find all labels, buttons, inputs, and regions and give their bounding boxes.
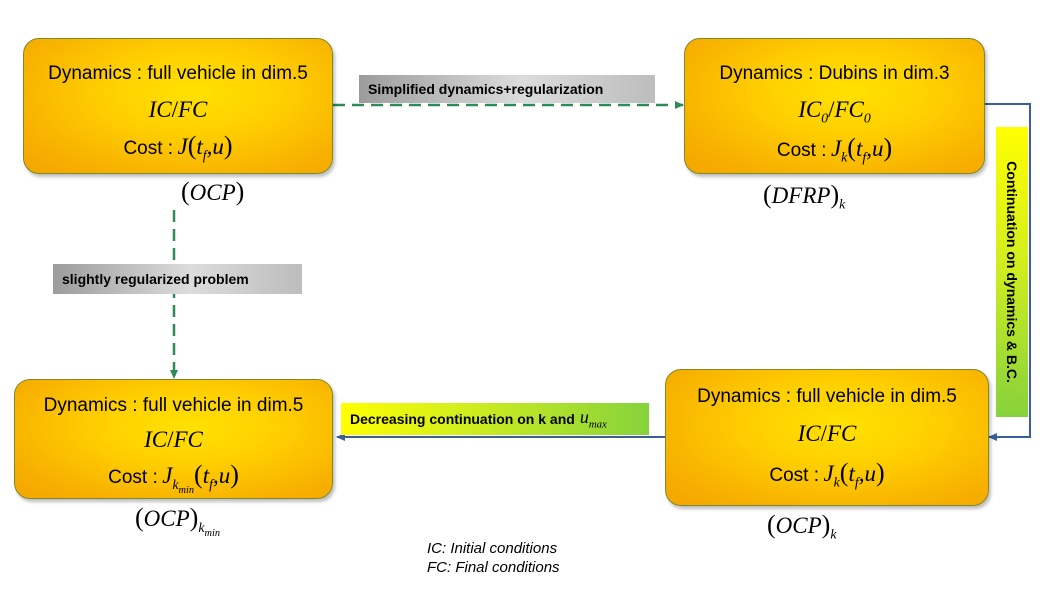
legend-fc: FC: Final conditions xyxy=(427,559,560,576)
edge-label-right: Continuation on dynamics & B.C. xyxy=(996,127,1028,417)
ic-fc-text: IC0/FC0 xyxy=(798,97,871,126)
arrow-right-solid xyxy=(985,103,1031,441)
cost-text: Cost : J(tf,u) xyxy=(123,131,233,163)
ic-fc-text: IC/FC xyxy=(144,427,203,452)
ic-fc-text: IC/FC xyxy=(797,421,857,446)
legend: IC: Initial conditions FC: Final conditi… xyxy=(427,539,560,577)
dynamics-text: Dynamics : Dubins in dim.3 xyxy=(719,63,950,84)
dynamics-text: Dynamics : full vehicle in dim.5 xyxy=(697,386,957,407)
legend-ic: IC: Initial conditions xyxy=(427,540,558,557)
dynamics-text: Dynamics : full vehicle in dim.5 xyxy=(48,63,308,84)
cost-text: Cost : Jk(tf,u) xyxy=(769,458,885,490)
box-bottom-right: Dynamics : full vehicle in dim.5 IC/FC C… xyxy=(665,369,989,506)
dynamics-text: Dynamics : full vehicle in dim.5 xyxy=(43,395,304,416)
label-top-right: (DFRP)k xyxy=(763,180,846,212)
label-top-left: (OCP) xyxy=(181,177,245,206)
box-top-right: Dynamics : Dubins in dim.3 IC0/FC0 Cost … xyxy=(684,38,985,174)
ic-fc-text: IC/FC xyxy=(148,97,208,122)
box-top-left: Dynamics : full vehicle in dim.5 IC/FC C… xyxy=(23,38,333,174)
cost-text: Cost : Jk(tf,u) xyxy=(776,133,893,165)
label-bottom-right: (OCP)k xyxy=(767,510,837,542)
edge-label-top: Simplified dynamics+regularization xyxy=(359,75,655,103)
label-bottom-left: (OCP)kmin xyxy=(135,503,220,539)
edge-label-left: slightly regularized problem xyxy=(53,264,302,294)
cost-text: Cost : Jkmin(tf,u) xyxy=(108,460,239,496)
box-bottom-left: Dynamics : full vehicle in dim.5 IC/FC C… xyxy=(14,379,333,499)
